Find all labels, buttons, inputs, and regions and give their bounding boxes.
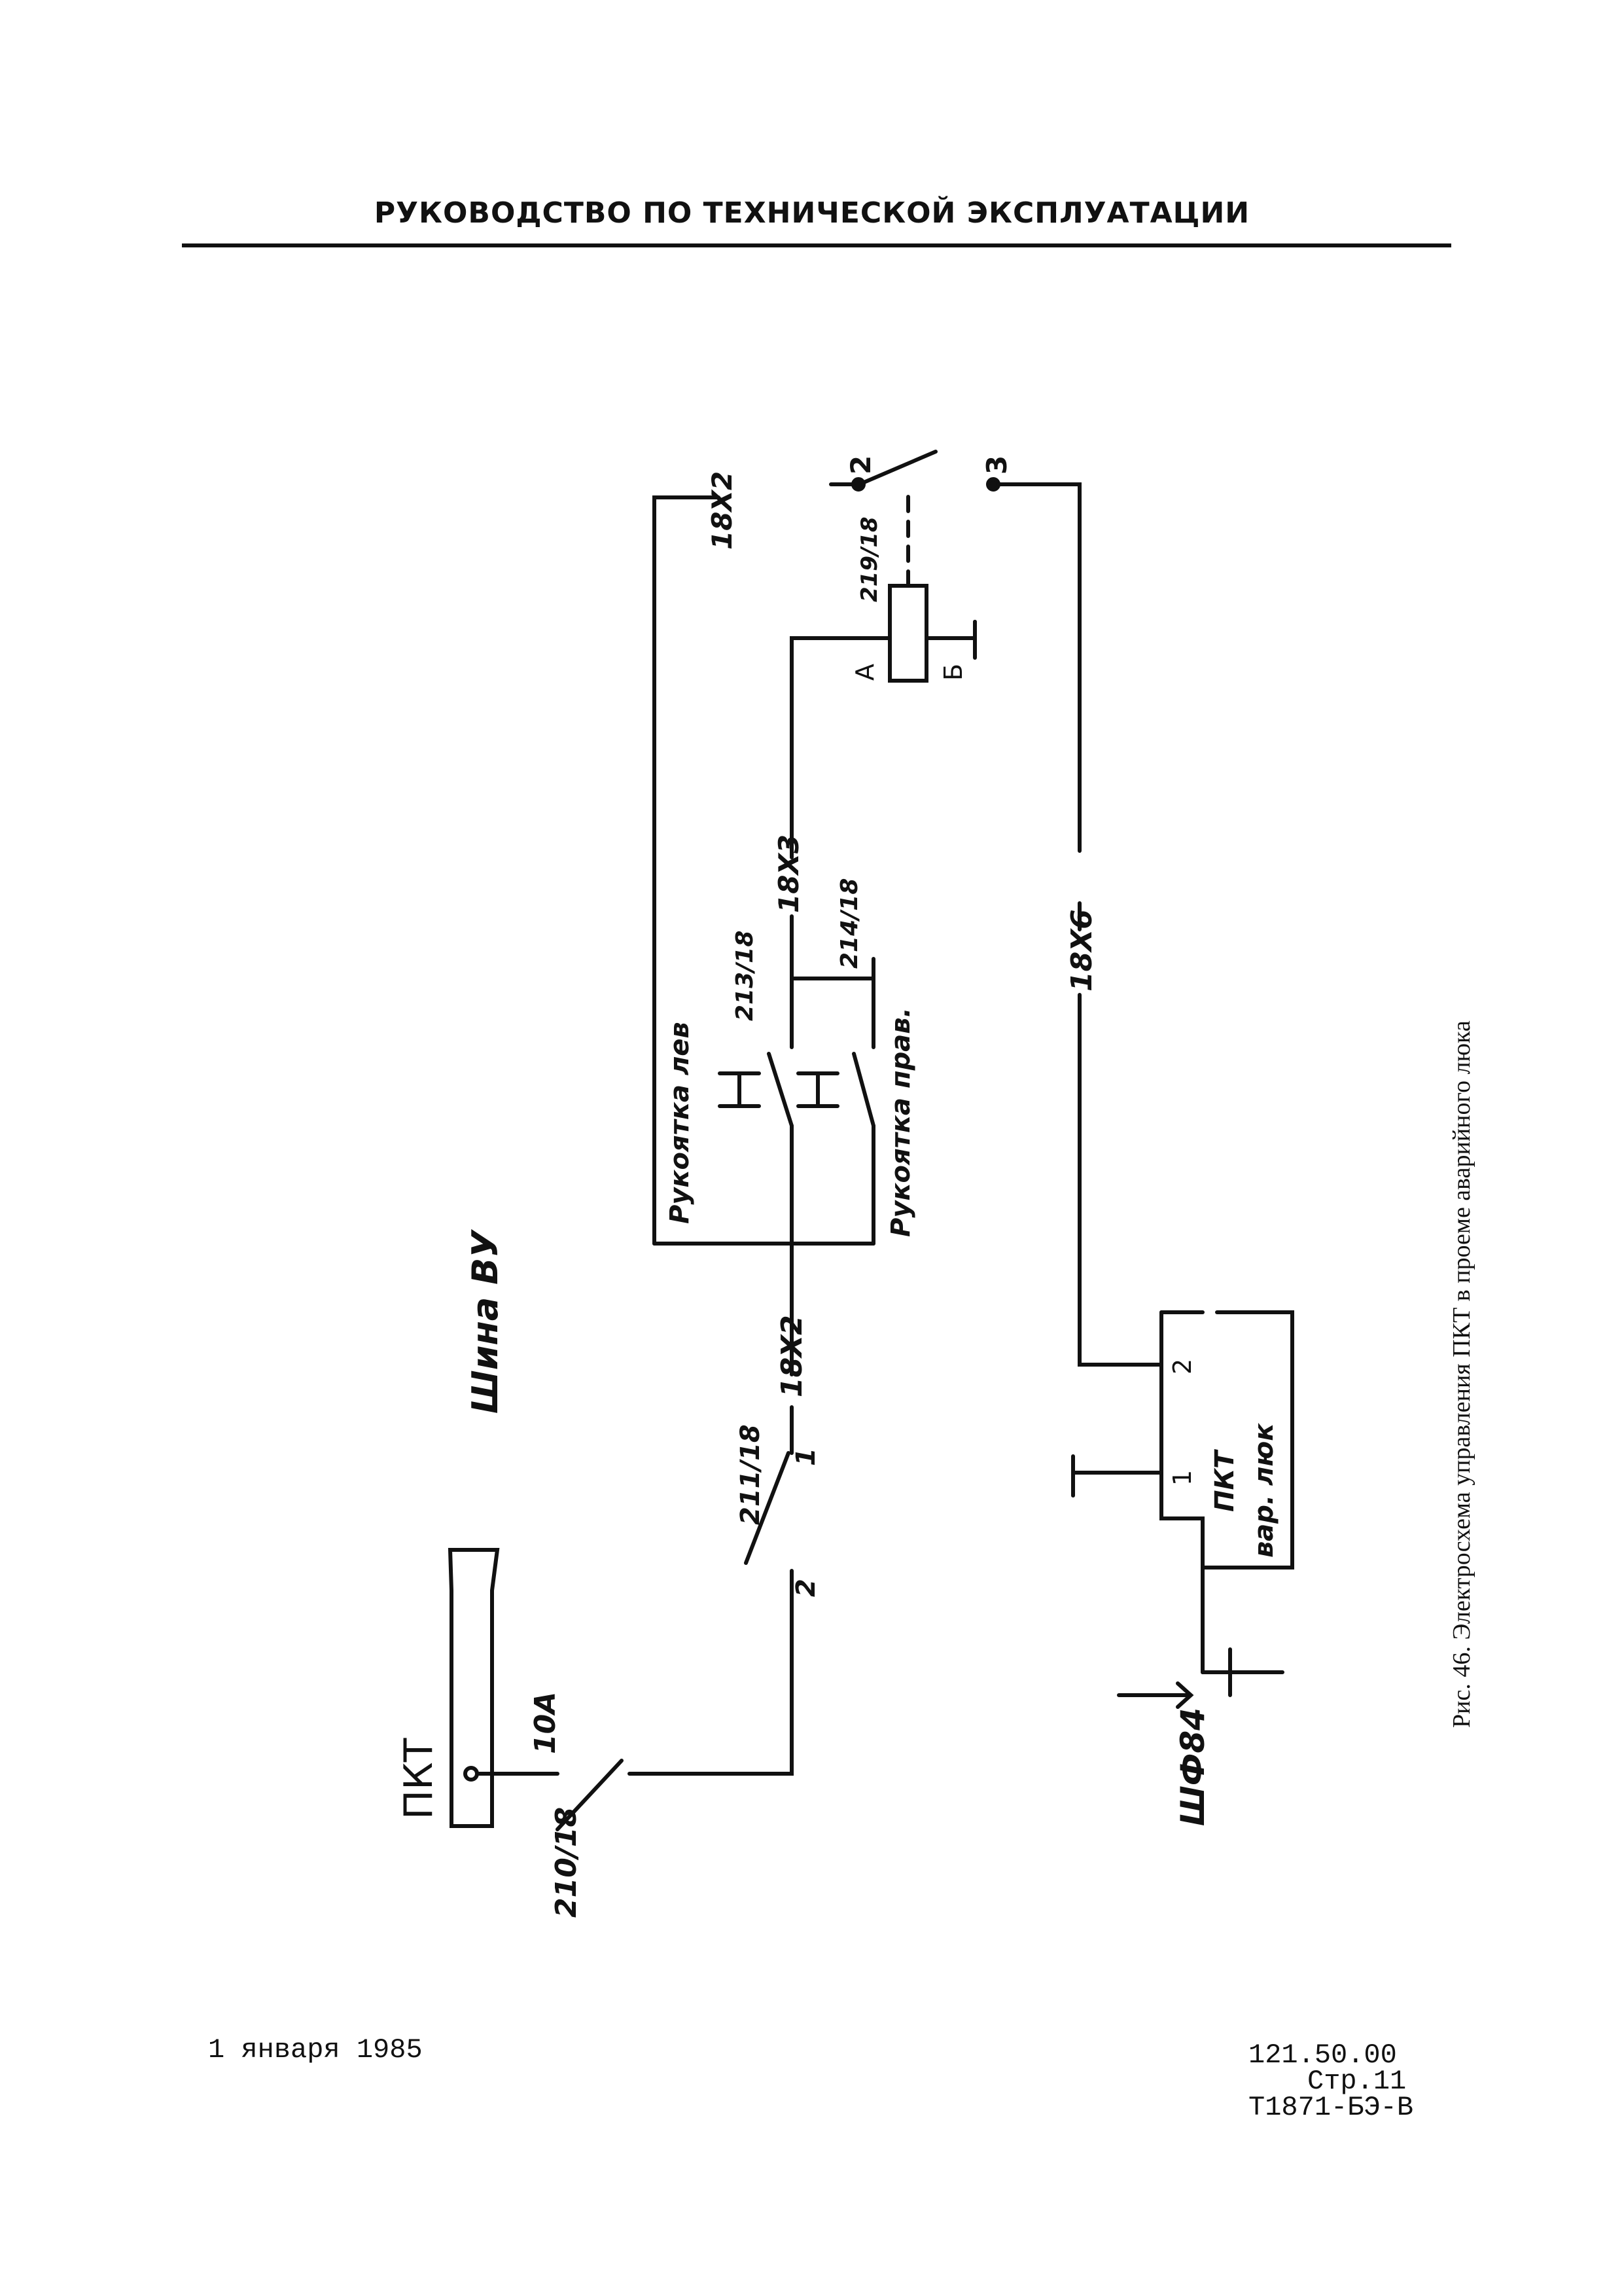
label-term-a: А bbox=[851, 664, 879, 681]
fuse-terminal bbox=[463, 1766, 479, 1782]
relay-contact bbox=[860, 450, 938, 485]
label-wire-219: 219/18 bbox=[856, 516, 883, 602]
footer-block: 121.50.00 Стр.11 Т1871-БЭ-В bbox=[1248, 2039, 1414, 2123]
label-wire-213: 213/18 bbox=[732, 931, 758, 1021]
wire-loop-left bbox=[652, 495, 720, 1246]
label-switch-2: 2 bbox=[791, 1579, 821, 1597]
label-pkt-var-1: ПКТ bbox=[1210, 1449, 1240, 1512]
handle-prav-switch bbox=[852, 1052, 875, 1128]
switch-211 bbox=[744, 1451, 790, 1565]
label-shf84: ШФ84 bbox=[1174, 1708, 1212, 1826]
label-conn-18x2: 18Х2 bbox=[775, 1315, 809, 1397]
handles-joined bbox=[790, 957, 875, 980]
pushbutton-lev bbox=[718, 1071, 761, 1108]
pushbutton-prav bbox=[796, 1071, 839, 1108]
figure-caption: Рис. 46. Электросхема управления ПКТ в п… bbox=[1448, 1020, 1475, 1728]
label-wire-211: 211/18 bbox=[735, 1424, 766, 1525]
label-pkt-pin-2: 2 bbox=[1168, 1359, 1197, 1374]
handle-lev-switch bbox=[767, 1052, 794, 1128]
label-switch-1: 1 bbox=[791, 1448, 821, 1466]
header-rule bbox=[182, 243, 1451, 247]
switch-210 bbox=[556, 1759, 624, 1831]
shf84-fork bbox=[1201, 1647, 1284, 1697]
relay-ground bbox=[925, 620, 977, 640]
wire-210-run bbox=[627, 1569, 794, 1776]
label-wire-214: 214/18 bbox=[836, 878, 863, 969]
label-fuse-10a: 10А bbox=[529, 1692, 562, 1754]
wire-18x6-low bbox=[1078, 993, 1163, 1367]
label-handle-lev: Рукоятка лев bbox=[665, 1022, 695, 1224]
label-handle-prav: Рукоятка прав. bbox=[886, 1007, 916, 1237]
label-term-b: Б bbox=[939, 664, 968, 681]
pkt-bar bbox=[448, 1548, 500, 1828]
label-wire-210: 210/18 bbox=[550, 1807, 583, 1918]
label-conn-18x3: 18Х3 bbox=[773, 834, 805, 913]
label-conn-18x2-top: 18Х2 bbox=[706, 471, 738, 550]
label-relay-2: 2 bbox=[845, 456, 877, 475]
label-pkt: ПКТ bbox=[396, 1738, 442, 1820]
shf84-arrow bbox=[1117, 1681, 1194, 1709]
label-relay-3: 3 bbox=[981, 456, 1013, 475]
footer-code: Т1871-БЭ-В bbox=[1248, 2092, 1414, 2123]
label-pkt-pin-1: 1 bbox=[1168, 1470, 1197, 1486]
relay-coil bbox=[888, 584, 928, 683]
page-header: РУКОВОДСТВО ПО ТЕХНИЧЕСКОЙ ЭКСПЛУАТАЦИИ bbox=[374, 196, 1250, 230]
footer-date: 1 января 1985 bbox=[208, 2034, 423, 2066]
label-bus-vu: Шина ВУ bbox=[465, 1229, 506, 1414]
wire-to-relay-a bbox=[790, 636, 864, 859]
footer-doc-number: 121.50.00 bbox=[1248, 2039, 1397, 2071]
footer-page: Стр.11 bbox=[1307, 2066, 1407, 2097]
label-pkt-var-2: вар. люк bbox=[1249, 1423, 1279, 1558]
label-conn-18x6: 18Х6 bbox=[1065, 909, 1099, 992]
wire-18x6 bbox=[997, 482, 1082, 853]
